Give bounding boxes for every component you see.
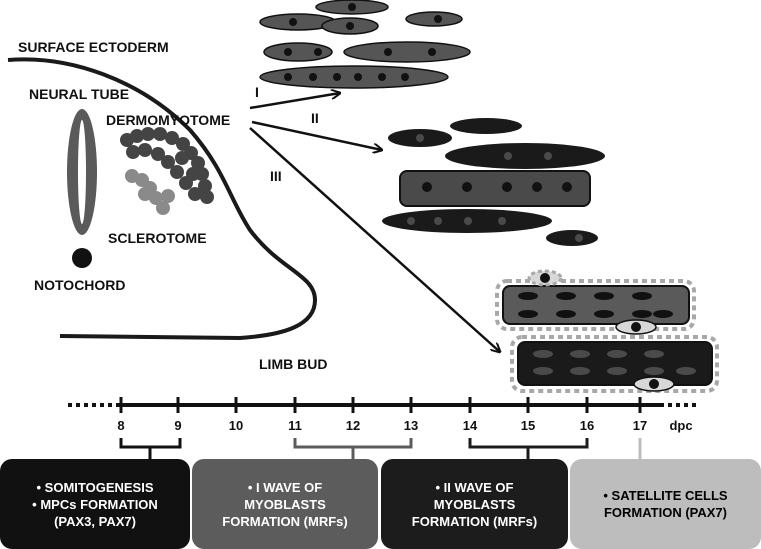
tick-label: 13	[403, 418, 419, 433]
box-line: • II WAVE OF	[435, 479, 514, 495]
wave-1-label: I	[255, 84, 259, 100]
box-line: FORMATION (MRFs)	[411, 513, 538, 529]
box-line: FORMATION (MRFs)	[222, 513, 348, 529]
box-line: MYOBLASTS	[244, 496, 326, 512]
second-wave-myoblasts	[382, 118, 605, 246]
tick-label: 11	[288, 418, 302, 433]
tick-label: 10	[228, 418, 244, 433]
box-line: • SATELLITE CELLS	[603, 488, 728, 503]
tick-label: 15	[520, 418, 536, 433]
wave-2-label: II	[311, 110, 319, 126]
dermomyotome-label: DERMOMYOTOME	[106, 112, 231, 128]
box-line: • MPCs FORMATION	[32, 496, 158, 512]
notochord-shape	[72, 248, 92, 268]
neural-tube-label: NEURAL TUBE	[29, 86, 130, 102]
surface-ectoderm-label: SURFACE ECTODERM	[18, 39, 169, 55]
sclerotome-label: SCLEROTOME	[108, 230, 207, 246]
timeline-axis	[68, 397, 696, 413]
notochord-label: NOTOCHORD	[34, 277, 126, 293]
tick-label: 12	[345, 418, 361, 433]
wave-1-arrow	[249, 93, 340, 110]
wave-3-label: III	[270, 168, 282, 184]
sclerotome-cells	[120, 127, 214, 215]
wave-2-arrow	[251, 120, 382, 150]
tick-label: 14	[462, 418, 478, 433]
tick-label: 9	[174, 418, 182, 433]
box-line: • SOMITOGENESIS	[36, 479, 154, 495]
tick-label: 16	[579, 418, 595, 433]
timeline-unit-label: dpc	[669, 418, 693, 433]
period-brackets	[119, 438, 642, 460]
limb-bud-label: LIMB BUD	[259, 356, 328, 372]
tick-label: 8	[117, 418, 125, 433]
box-line: MYOBLASTS	[433, 496, 516, 512]
box-line: (PAX3, PAX7)	[54, 513, 136, 529]
tick-label: 17	[632, 418, 648, 433]
satellite-cells-box: • SATELLITE CELLS FORMATION (PAX7)	[570, 459, 761, 549]
first-wave-box: • I WAVE OF MYOBLASTS FORMATION (MRFs)	[192, 459, 378, 549]
second-wave-box: • II WAVE OF MYOBLASTS FORMATION (MRFs)	[381, 459, 568, 549]
surface-ectoderm-line	[7, 57, 318, 341]
wave-3-arrow	[249, 127, 500, 352]
neural-tube-lumen	[78, 120, 86, 224]
somitogenesis-box: • SOMITOGENESIS • MPCs FORMATION (PAX3, …	[0, 459, 190, 549]
myofibers-with-satellite-cells	[495, 269, 719, 393]
box-line: FORMATION (PAX7)	[603, 505, 727, 520]
first-wave-myoblasts	[259, 0, 471, 89]
box-line: • I WAVE OF	[247, 479, 323, 495]
